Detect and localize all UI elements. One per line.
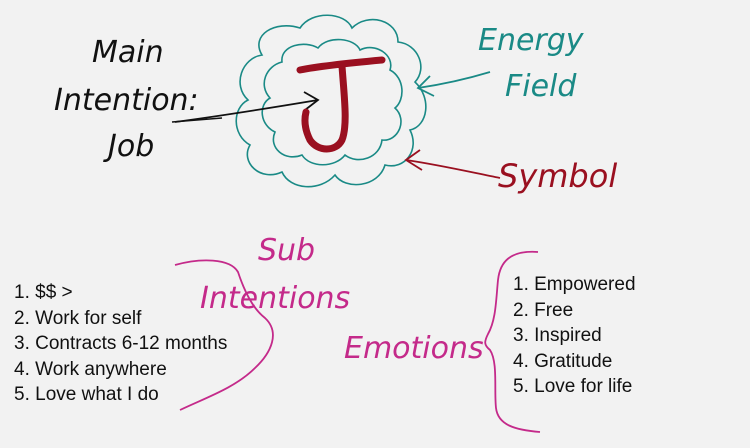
energy-field-line1: Energy bbox=[478, 23, 584, 58]
list-item: 4. Work anywhere bbox=[14, 358, 167, 380]
emotions-label: Emotions bbox=[344, 331, 484, 366]
intention-underline bbox=[171, 117, 223, 123]
energy-field-line2: Field bbox=[505, 69, 577, 104]
sub-intentions-line1: Sub bbox=[258, 233, 316, 268]
sub-intentions-bracket bbox=[174, 259, 274, 411]
symbol-j-glyph bbox=[296, 56, 386, 153]
sub-intentions-line2: Intentions bbox=[200, 281, 351, 316]
list-item: 2. Work for self bbox=[14, 307, 142, 329]
list-item: 2. Free bbox=[513, 299, 574, 321]
emotions-curly-brace bbox=[484, 250, 541, 433]
list-item: 1. Empowered bbox=[513, 274, 636, 295]
intention-arrow-head bbox=[303, 91, 320, 111]
main-intention-line1: Main bbox=[92, 35, 164, 70]
emotions-list: 1. Empowered 2. Free 3. Inspired 4. Grat… bbox=[513, 272, 636, 400]
energy-field-arrow-head bbox=[416, 75, 435, 97]
list-item: 3. Inspired bbox=[513, 325, 602, 346]
list-item: 5. Love what I do bbox=[14, 384, 159, 405]
list-item: 1. $$ > bbox=[14, 282, 73, 303]
sub-intentions-list: 1. $$ > 2. Work for self 3. Contracts 6-… bbox=[14, 280, 227, 408]
energy-field-outer-cloud bbox=[235, 14, 427, 188]
symbol-arrow bbox=[405, 159, 501, 179]
list-item: 4. Gratitude bbox=[513, 350, 613, 372]
symbol-label: Symbol bbox=[498, 157, 618, 195]
energy-field-arrow bbox=[417, 71, 491, 89]
symbol-arrow-head bbox=[404, 149, 423, 171]
main-intention-line2: Intention: bbox=[54, 83, 199, 118]
main-intention-line3: Job bbox=[108, 129, 155, 164]
list-item: 5. Love for life bbox=[513, 376, 633, 397]
energy-field-inner-cloud bbox=[261, 38, 403, 166]
list-item: 3. Contracts 6-12 months bbox=[14, 333, 228, 354]
